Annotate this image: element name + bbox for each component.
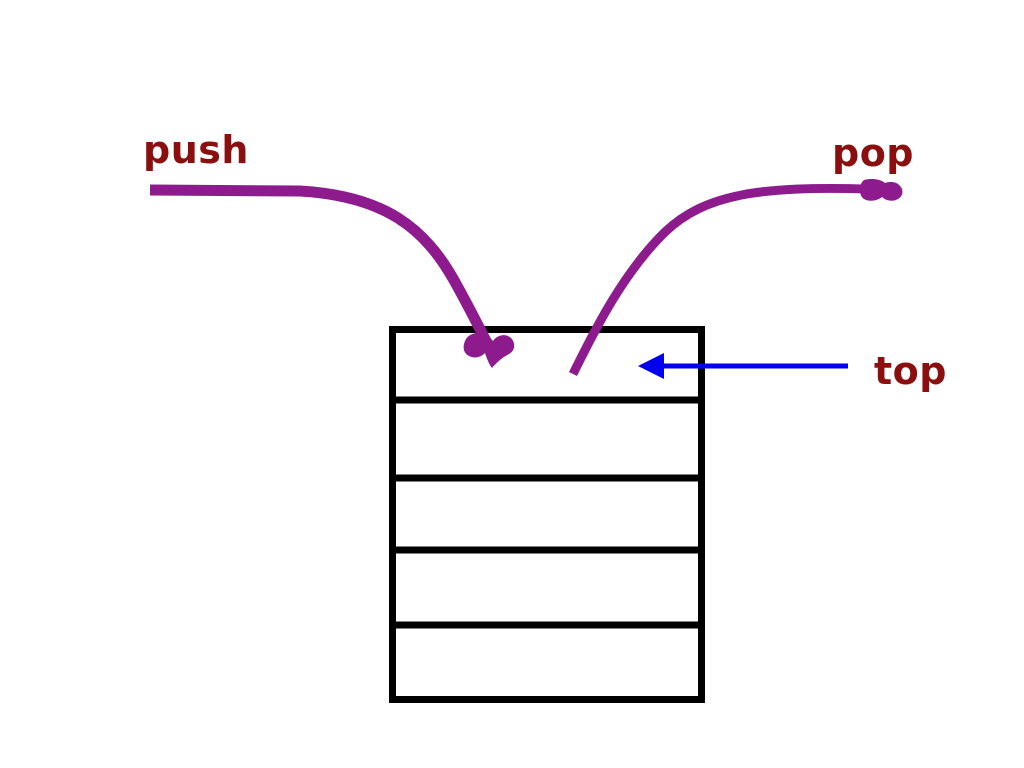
pop-label: pop — [832, 131, 914, 175]
push-label: push — [143, 128, 249, 172]
stack-cell-4 — [396, 629, 698, 697]
stack-cell-1 — [396, 404, 698, 474]
push-arrowhead-icon — [463, 332, 515, 368]
top-arrowhead-icon — [638, 353, 664, 379]
stack-outer-box — [389, 326, 705, 703]
stack-container — [389, 326, 705, 703]
stack-cell-3 — [396, 554, 698, 621]
pop-arrowhead-icon — [859, 179, 903, 201]
stack-cell-2 — [396, 482, 698, 546]
top-label: top — [874, 349, 947, 393]
top-arrow — [638, 353, 848, 379]
push-arrow — [149, 184, 515, 368]
pop-arrow-curve — [568, 183, 869, 377]
pop-arrow — [568, 179, 903, 377]
push-arrow-curve — [149, 184, 493, 348]
